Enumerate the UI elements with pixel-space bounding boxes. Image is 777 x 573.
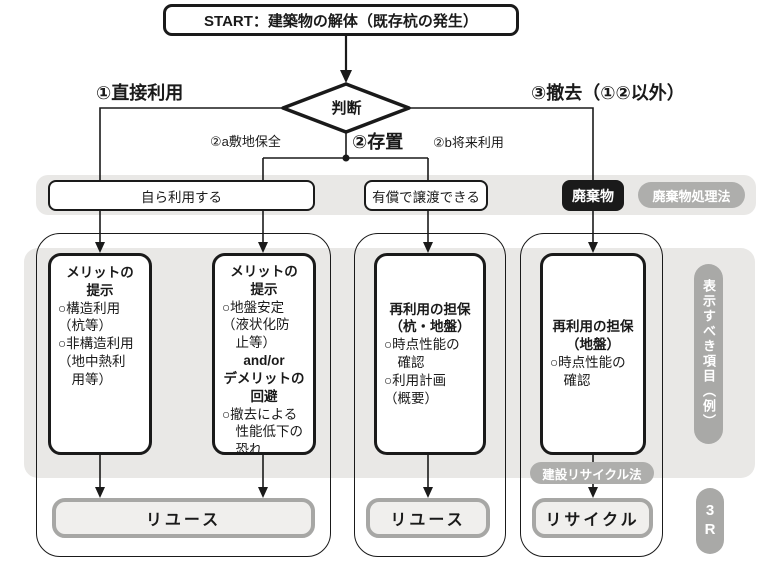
merit-heading: メリットの 提示 (230, 264, 298, 297)
waste-box: 廃棄物 (562, 180, 624, 211)
display-items-capsule: 表示すべき項目（例） (694, 264, 723, 444)
arrowheads (95, 70, 598, 498)
group-remove (520, 233, 663, 557)
reuse-guarantee-pile-ground-body: ○時点性能の 確認 ○利用計画 （概要） (384, 337, 460, 406)
branch-retain-b-label: ②b将来利用 (433, 135, 504, 150)
construction-recycle-law-tag: 建設リサイクル法 (530, 462, 654, 484)
demerit-heading: デメリットの 回避 (223, 370, 305, 404)
three-r-capsule: 3R (696, 488, 724, 554)
merit-demerit-box: メリットの 提示 ○地盤安定 （液状化防 止等） and/or デメリットの 回… (212, 253, 316, 457)
display-items-label: 表示すべき項目（例） (701, 279, 716, 429)
reuse-guarantee-pile-ground-box: 再利用の担保 （杭・地盤） ○時点性能の 確認 ○利用計画 （概要） (374, 253, 486, 455)
group-retain (354, 233, 506, 557)
outcome-recycle: リサイクル (532, 498, 653, 538)
three-r-label: 3R (701, 502, 719, 540)
merit-box-structural-heading: メリットの 提示 (66, 265, 134, 298)
andor-connector: and/or (243, 353, 285, 369)
branch-retain-a-label: ②a敷地保全 (210, 134, 281, 149)
reuse-guarantee-pile-ground-heading: 再利用の担保 （杭・地盤） (389, 301, 471, 335)
demerit-body: ○撤去による 性能低下の 恐れ (222, 406, 303, 458)
start-title: START：建築物の解体（既存杭の発生） (204, 12, 478, 30)
merit-body: ○地盤安定 （液状化防 止等） (222, 299, 290, 351)
decision-diamond (281, 82, 411, 134)
branch-remove-label: ③撤去（①②以外） (531, 83, 685, 103)
waste-disposal-law-tag: 廃棄物処理法 (638, 182, 745, 208)
self-use-box: 自ら利用する (48, 180, 315, 211)
reuse-guarantee-ground-heading: 再利用の担保 （地盤） (552, 319, 634, 353)
reuse-guarantee-ground-box: 再利用の担保 （地盤） ○時点性能の 確認 (540, 253, 646, 455)
branch-direct-use-label: ①直接利用 (96, 83, 184, 103)
group-direct-use (36, 233, 331, 557)
branch-retain-label: ②存置 (352, 132, 404, 152)
paid-transfer-box: 有償で譲渡できる (364, 180, 488, 211)
decision-label: 判断 (331, 99, 362, 117)
outcome-reuse-left: リユース (52, 498, 315, 538)
merit-box-structural-body: ○構造利用 （杭等） ○非構造利用 （地中熱利 用等） (58, 300, 134, 387)
outcome-reuse-mid: リユース (366, 498, 490, 538)
start-node: START：建築物の解体（既存杭の発生） (163, 4, 519, 36)
reuse-guarantee-ground-body: ○時点性能の 確認 (550, 355, 626, 388)
merit-box-structural: メリットの 提示 ○構造利用 （杭等） ○非構造利用 （地中熱利 用等） (48, 253, 152, 455)
